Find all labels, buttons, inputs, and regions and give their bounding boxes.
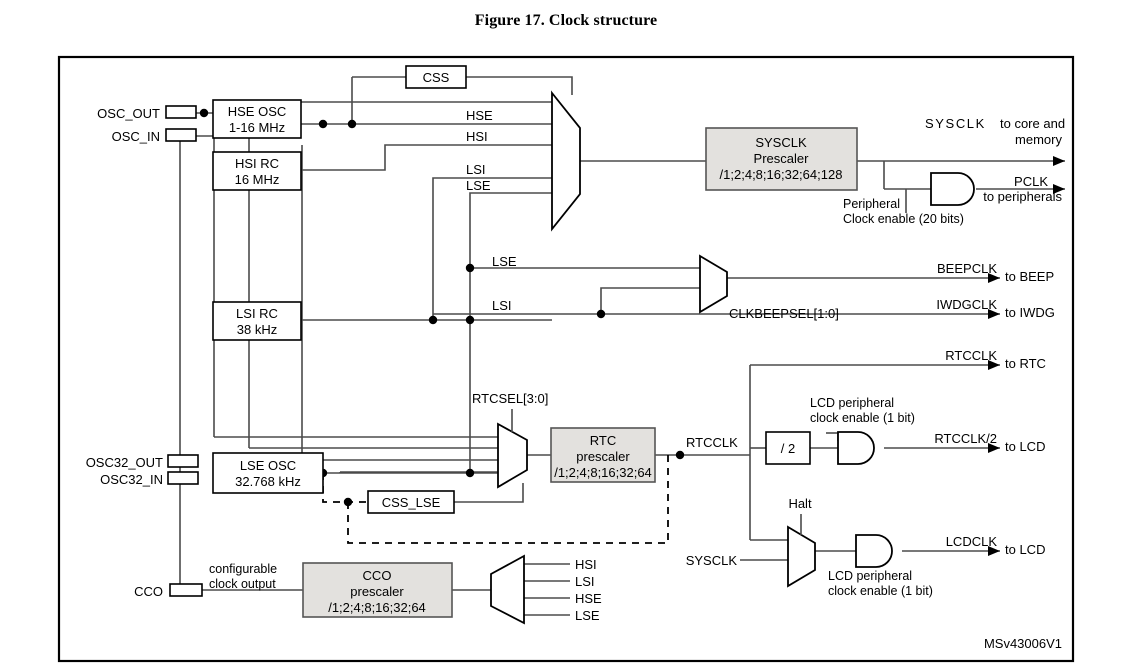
note-cco-1: configurable	[209, 562, 277, 576]
pin-label-cco: CCO	[134, 584, 163, 599]
junction-dots	[199, 108, 685, 507]
cco-presc-line2: prescaler	[350, 584, 404, 599]
beep-source-mux	[699, 254, 728, 314]
beep-mux-input-lse: LSE	[492, 254, 517, 269]
rtc-source-mux	[497, 409, 528, 489]
pin-pad-osc32-out	[167, 454, 199, 468]
lse-osc-line2: 32.768 kHz	[235, 474, 301, 489]
output-label-rtcclk: RTCCLK	[945, 348, 997, 363]
select-label-rtcsel: RTCSEL[3:0]	[472, 391, 548, 406]
output-label-iwdgclk: IWDGCLK	[936, 297, 997, 312]
halt-mux	[787, 514, 816, 588]
signal-label-rtcclk: RTCCLK	[686, 435, 738, 450]
output-dest-rtcclk2: to LCD	[1005, 439, 1045, 454]
hse-osc-line2: 1-16 MHz	[229, 120, 285, 135]
pin-pads	[165, 105, 203, 597]
note-lcd-clk-en-bot-2: clock enable (1 bit)	[828, 584, 933, 598]
css-lse-label: CSS_LSE	[382, 495, 441, 510]
mux-input-label-lse: LSE	[466, 178, 491, 193]
block-css-lse: CSS_LSE	[367, 490, 455, 514]
pclk-and-gate	[930, 172, 975, 206]
output-label-sysclk: SYSCLK	[925, 116, 986, 131]
lse-osc-line1: LSE OSC	[240, 458, 296, 473]
sysclk-presc-line1: SYSCLK	[755, 135, 807, 150]
cco-mux-input-lsi: LSI	[575, 574, 595, 589]
pin-pad-cco	[169, 583, 203, 597]
block-rtc-prescaler: RTC prescaler /1;2;4;8;16;32;64	[550, 427, 656, 483]
diagram-frame	[57, 55, 1075, 663]
signal-label-sysclk-in: SYSCLK	[686, 553, 738, 568]
rtc-presc-line2: prescaler	[576, 449, 630, 464]
output-dest-lcdclk: to LCD	[1005, 542, 1045, 557]
block-sysclk-prescaler: SYSCLK Prescaler /1;2;4;8;16;32;64;128	[705, 127, 858, 191]
hsi-rc-line2: 16 MHz	[235, 172, 280, 187]
note-lcd-clk-en-top-1: LCD peripheral	[810, 396, 894, 410]
block-hse-osc: HSE OSC 1-16 MHz	[212, 99, 302, 139]
select-label-halt: Halt	[788, 496, 812, 511]
output-dest-pclk: to peripherals	[983, 189, 1062, 204]
output-dest-rtcclk: to RTC	[1005, 356, 1046, 371]
block-lse-osc: LSE OSC 32.768 kHz	[212, 452, 324, 494]
lsi-rc-line1: LSI RC	[236, 306, 278, 321]
cco-mux-input-hse: HSE	[575, 591, 602, 606]
hse-osc-line1: HSE OSC	[228, 104, 287, 119]
css-lse-dashed-path	[322, 455, 669, 544]
block-hsi-rc: HSI RC 16 MHz	[212, 151, 302, 191]
lcd-top-and-gate	[837, 431, 875, 465]
pin-label-osc-in: OSC_IN	[112, 129, 160, 144]
cco-presc-line3: /1;2;4;8;16;32;64	[328, 600, 426, 615]
output-dest-iwdgclk: to IWDG	[1005, 305, 1055, 320]
hsi-rc-line1: HSI RC	[235, 156, 279, 171]
mux-input-label-hsi: HSI	[466, 129, 488, 144]
note-periph-clk-en-1: Peripheral	[843, 197, 900, 211]
note-periph-clk-en-2: Clock enable (20 bits)	[843, 212, 964, 226]
wire-bundle	[179, 76, 1065, 616]
output-label-rtcclk2: RTCCLK/2	[934, 431, 997, 446]
block-css: CSS	[405, 65, 467, 89]
note-cco-2: clock output	[209, 577, 276, 591]
cco-source-mux	[490, 554, 525, 625]
lsi-rc-line2: 38 kHz	[237, 322, 277, 337]
figure-reference-id: MSv43006V1	[984, 636, 1062, 651]
output-dest-beepclk: to BEEP	[1005, 269, 1054, 284]
output-label-lcdclk: LCDCLK	[946, 534, 998, 549]
sysclk-presc-line3: /1;2;4;8;16;32;64;128	[720, 167, 843, 182]
div2-label: / 2	[781, 441, 795, 456]
rtc-presc-line3: /1;2;4;8;16;32;64	[554, 465, 652, 480]
rtc-presc-line1: RTC	[590, 433, 616, 448]
note-lcd-clk-en-bot-1: LCD peripheral	[828, 569, 912, 583]
pin-pad-osc32-in	[167, 471, 199, 485]
block-div2: / 2	[765, 431, 811, 465]
lcd-bottom-and-gate	[855, 534, 893, 568]
cco-presc-line1: CCO	[363, 568, 392, 583]
figure-title: Figure 17. Clock structure	[474, 12, 658, 29]
pin-pad-osc-out	[165, 105, 197, 119]
output-label-beepclk: BEEPCLK	[937, 261, 997, 276]
arrowheads	[988, 156, 1065, 556]
cco-mux-input-lse: LSE	[575, 608, 600, 623]
block-cco-prescaler: CCO prescaler /1;2;4;8;16;32;64	[302, 562, 453, 618]
pin-label-osc32-in: OSC32_IN	[100, 472, 163, 487]
cco-mux-input-hsi: HSI	[575, 557, 597, 572]
pin-label-osc32-out: OSC32_OUT	[86, 455, 163, 470]
block-lsi-rc: LSI RC 38 kHz	[212, 301, 302, 341]
mux-input-label-hse: HSE	[466, 108, 493, 123]
mux-input-label-lsi: LSI	[466, 162, 486, 177]
output-label-pclk: PCLK	[1014, 174, 1048, 189]
pin-label-osc-out: OSC_OUT	[97, 106, 160, 121]
select-label-clkbeepsel: CLKBEEPSEL[1:0]	[729, 306, 839, 321]
beep-mux-input-lsi: LSI	[492, 298, 512, 313]
pin-pad-osc-in	[165, 128, 197, 142]
output-dest-sysclk-2: memory	[1015, 132, 1062, 147]
note-lcd-clk-en-top-2: clock enable (1 bit)	[810, 411, 915, 425]
sysclk-source-mux	[551, 90, 581, 232]
sysclk-presc-line2: Prescaler	[754, 151, 810, 166]
output-dest-sysclk-1: to core and	[1000, 116, 1065, 131]
css-label: CSS	[423, 70, 450, 85]
